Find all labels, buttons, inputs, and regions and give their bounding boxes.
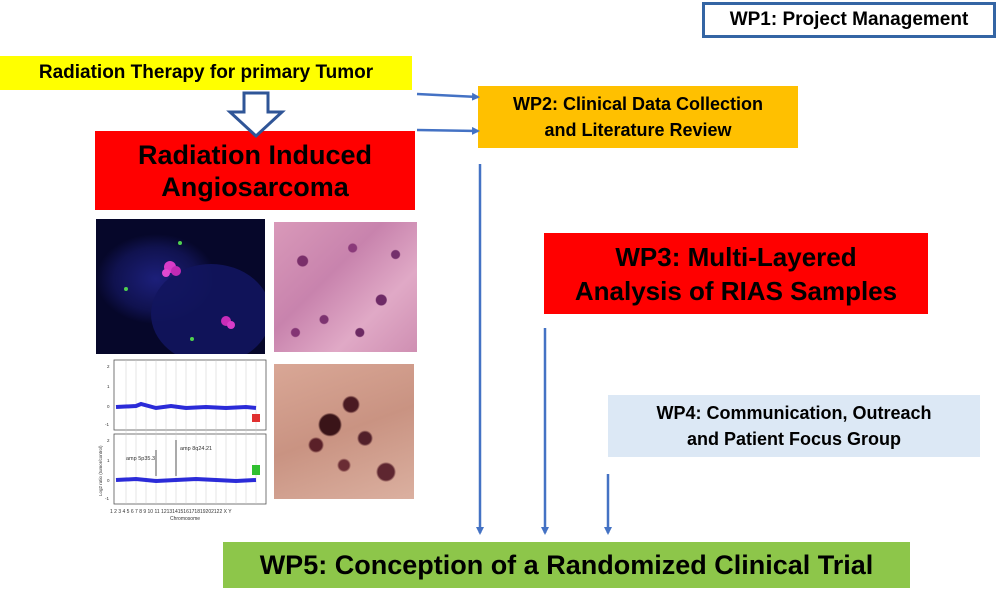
cnv-xlabel: Chromosome [170, 516, 200, 522]
radiation-induced-angiosarcoma-box: Radiation Induced Angiosarcoma [95, 131, 415, 210]
cnv-chromosome-ticks: 1 2 3 4 5 6 7 8 9 10 11 1213141516171819… [110, 509, 232, 515]
fish-signals [124, 241, 265, 354]
cnv-ytick-bottom-2: 0 [107, 478, 110, 483]
wp3-line1: WP3: Multi-Layered [615, 241, 857, 272]
wp5-box: WP5: Conception of a Randomized Clinical… [223, 542, 910, 588]
wp4-line1: WP4: Communication, Outreach [656, 403, 932, 423]
cnv-plot-graphic: amp 5p35.3 amp 8q24.21 1 2 3 4 5 6 7 8 9… [98, 359, 267, 522]
cnv-annotation-2: amp 8q24.21 [180, 446, 212, 452]
wp1-label: WP1: Project Management [729, 9, 969, 30]
radiation-therapy-box: Radiation Therapy for primary Tumor [0, 56, 412, 90]
wp2-line1: WP2: Clinical Data Collection [512, 94, 764, 114]
wp3-line2: Analysis of RIAS Samples [574, 275, 898, 306]
wp5-label: WP5: Conception of a Randomized Clinical… [259, 549, 874, 580]
copy-number-plot: amp 5p35.3 amp 8q24.21 1 2 3 4 5 6 7 8 9… [96, 358, 268, 523]
ria-line2: Angiosarcoma [161, 171, 349, 202]
arrow-ria-to-wp2 [416, 126, 480, 135]
wp2-box: WP2: Clinical Data Collection and Litera… [478, 86, 798, 148]
cnv-ytick-top-3: -1 [105, 422, 109, 427]
cnv-ytick-top-0: 2 [107, 364, 110, 369]
wp4-box: WP4: Communication, Outreach and Patient… [608, 395, 980, 457]
histology-image [274, 222, 417, 352]
cnv-ytick-top-2: 0 [107, 404, 110, 409]
cnv-annotation-1: amp 5p35.3 [126, 456, 155, 462]
radiation-therapy-label: Radiation Therapy for primary Tumor [38, 62, 374, 83]
arrow-rt-to-wp2 [416, 92, 480, 101]
clinical-skin-photo [274, 364, 414, 499]
wp1-box: WP1: Project Management [702, 2, 996, 38]
cnv-ytick-bottom-1: 1 [107, 458, 110, 463]
cnv-ylabel: Log2 ratio (tumor/control) [98, 445, 103, 496]
cnv-ytick-top-1: 1 [107, 384, 110, 389]
wp3-box: WP3: Multi-Layered Analysis of RIAS Samp… [544, 233, 928, 314]
wp4-line2: and Patient Focus Group [686, 429, 901, 449]
ria-line1: Radiation Induced [137, 139, 372, 170]
cnv-ytick-bottom-3: -1 [105, 496, 109, 501]
fish-microscopy-image [96, 219, 265, 354]
wp2-line2: and Literature Review [544, 120, 732, 140]
down-block-arrow [226, 91, 286, 139]
cnv-ytick-bottom-0: 2 [107, 438, 110, 443]
